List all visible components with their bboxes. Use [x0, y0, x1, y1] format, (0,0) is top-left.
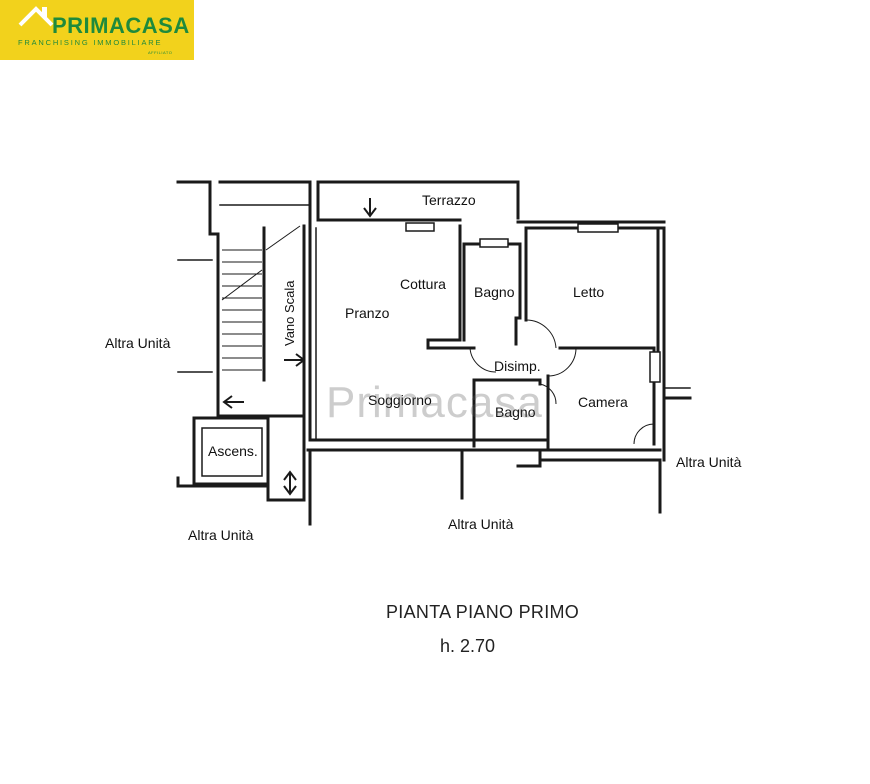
stair-treads: [221, 225, 301, 371]
walls: [176, 180, 692, 526]
room-label-terrazzo: Terrazzo: [422, 192, 476, 208]
room-label-vano-scala: Vano Scala: [282, 280, 297, 346]
room-label-soggiorno: Soggiorno: [368, 392, 432, 408]
room-label-cottura: Cottura: [400, 276, 446, 292]
brand-name: PRIMACASA: [52, 13, 190, 38]
plan-title: PIANTA PIANO PRIMO: [386, 602, 580, 622]
brand-affiliation: AFFILIATO: [148, 50, 173, 55]
door-swings: [469, 319, 655, 445]
room-label-bagno-2: Bagno: [495, 404, 536, 420]
room-label-disimp: Disimp.: [494, 358, 541, 374]
neighbour-label-right: Altra Unità: [676, 454, 742, 470]
house-roof-icon: [18, 6, 54, 27]
neighbour-label-bottom-center: Altra Unità: [448, 516, 514, 532]
plan-height: h. 2.70: [440, 636, 496, 656]
room-label-ascensore: Ascens.: [208, 443, 258, 459]
room-label-letto: Letto: [573, 284, 604, 300]
neighbour-label-left: Altra Unità: [105, 335, 171, 351]
room-label-camera: Camera: [578, 394, 628, 410]
room-label-bagno-1: Bagno: [474, 284, 515, 300]
windows: [405, 222, 661, 383]
neighbour-label-bottom-left: Altra Unità: [188, 527, 254, 543]
brand-tagline: FRANCHISING IMMOBILIARE: [18, 38, 163, 47]
brand-logo: PRIMACASA FRANCHISING IMMOBILIARE AFFILI…: [0, 0, 194, 60]
watermark: Primacasa: [326, 378, 543, 427]
entry-arrows: [222, 198, 377, 496]
room-label-pranzo: Pranzo: [345, 305, 390, 321]
